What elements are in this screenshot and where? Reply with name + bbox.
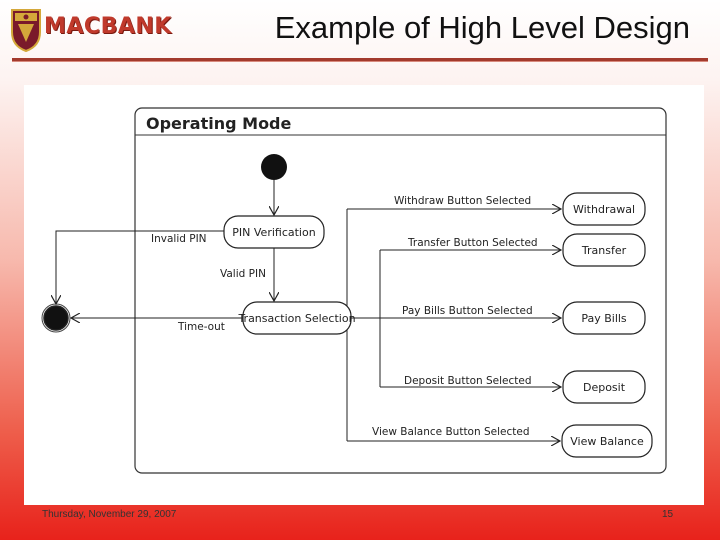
state-withdrawal-label: Withdrawal [573,203,635,216]
view-balance-selected-label: View Balance Button Selected [372,426,530,438]
state-withdrawal [562,192,646,226]
state-deposit [562,370,646,404]
deposit-selected-label: Deposit Button Selected [404,375,532,387]
state-transfer [562,233,646,267]
state-view-balance-label: View Balance [570,435,644,448]
state-pin-verification [223,215,325,249]
state-transaction-selection [242,301,352,335]
state-pay-bills-label: Pay Bills [581,312,627,325]
header-divider [12,58,708,62]
slide-title: Example of High Level Design [274,10,690,45]
state-diagram: Operating Mode Invalid PIN Valid PIN Tim… [41,107,667,474]
state-diagram-panel: Operating Mode Invalid PIN Valid PIN Tim… [24,85,704,505]
final-state-node [43,305,69,331]
footer-date: Thursday, November 29, 2007 [42,509,177,520]
initial-state-node [261,154,287,180]
state-transfer-label: Transfer [581,244,627,257]
state-transaction-selection-label: Transaction Selection [237,312,355,325]
pay-bills-selected-label: Pay Bills Button Selected [402,305,533,317]
invalid-pin-transition [56,230,224,304]
time-out-label: Time-out [177,321,225,333]
valid-pin-label: Valid PIN [220,268,266,280]
frame-title: Operating Mode [146,114,292,133]
withdraw-selected-label: Withdraw Button Selected [394,195,531,207]
operating-mode-frame [134,107,667,474]
page-number: 15 [662,509,674,520]
invalid-pin-label: Invalid PIN [151,233,207,245]
state-view-balance [561,424,653,458]
logo-text: MACBANK [44,14,172,39]
transfer-selected-label: Transfer Button Selected [407,237,538,249]
state-pin-verification-label: PIN Verification [232,226,315,239]
state-deposit-label: Deposit [583,381,626,394]
state-pay-bills [562,301,646,335]
macbank-crest-icon [11,9,41,52]
slide-header: MACBANK Example of High Level Design [0,0,720,62]
